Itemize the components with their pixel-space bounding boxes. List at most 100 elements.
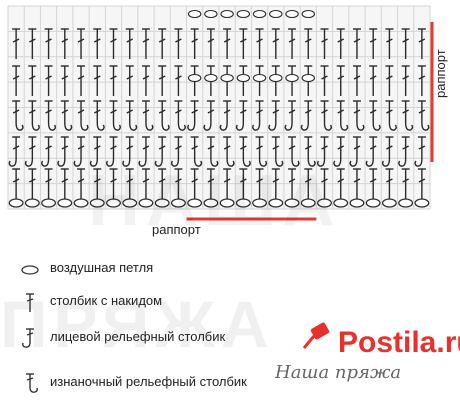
relief-stitch-row3-hook (219, 122, 228, 131)
relief-stitch-row3-yarnover (418, 109, 426, 114)
dc-stitch-row5-yarnover (158, 38, 166, 43)
mid-chain-stitch (220, 73, 234, 83)
relief-stitch-row3-hook (31, 122, 40, 131)
dc-stitch-row4-yarnover (175, 75, 182, 80)
relief-stitch-row3-yarnover (256, 109, 263, 114)
relief-stitch-row2-hook (210, 158, 219, 167)
relief-stitch-row3-yarnover (386, 109, 393, 114)
dc-stitch-row1-yarnover (288, 178, 296, 183)
dc-stitch-row1-yarnover (223, 178, 231, 183)
relief-stitch-row2-hook (414, 158, 423, 167)
relief-stitch-row3-hook (177, 122, 186, 131)
top-chain-stitch (252, 9, 267, 19)
top-chain-stitch (301, 9, 315, 19)
dc-stitch-row5-yarnover (110, 38, 117, 43)
dc-stitch-row1-yarnover (45, 178, 52, 183)
relief-stitch-row3-yarnover (337, 109, 345, 114)
dc-stitch-row1-yarnover (126, 178, 134, 183)
dc-stitch-row4-yarnover (93, 75, 101, 80)
relief-stitch-row2-yarnover (12, 145, 20, 150)
dc-stitch-row5-yarnover (223, 38, 231, 43)
relief-stitch-row2-hook (73, 158, 82, 167)
dc-stitch-row5-yarnover (12, 38, 20, 43)
relief-stitch-row3-hook (161, 122, 170, 131)
relief-stitch-row2-yarnover (191, 145, 198, 150)
chain-stitch (382, 198, 397, 208)
relief-stitch-row3-yarnover (77, 109, 85, 114)
legend-chain-label: воздушная петля (50, 260, 154, 275)
relief-stitch-row3-hook (268, 122, 277, 131)
chain-stitch (24, 198, 40, 208)
relief-stitch-row2-hook (349, 158, 358, 167)
dc-stitch-row1-yarnover (158, 178, 166, 183)
brand-logo: Postila.ru (338, 326, 460, 359)
relief-stitch-row3-hook (300, 122, 309, 131)
dc-stitch-row4-yarnover (142, 75, 150, 80)
relief-stitch-row2-hook (275, 158, 284, 167)
relief-stitch-row2-yarnover (418, 145, 426, 150)
relief-stitch-row2-hook (138, 158, 147, 167)
dc-stitch-row5-yarnover (418, 38, 426, 43)
relief-stitch-row3-hook (145, 122, 154, 131)
double-crochet-icon (26, 293, 34, 312)
relief-stitch-row2-hook (381, 158, 391, 167)
dc-stitch-row1-yarnover (353, 178, 361, 183)
chain-oval-icon (21, 265, 39, 275)
dc-stitch-row5-yarnover (304, 38, 312, 43)
dc-stitch-row5-yarnover (369, 38, 377, 43)
relief-stitch-row3-yarnover (126, 109, 134, 114)
relief-stitch-row2-yarnover (29, 145, 36, 150)
dc-stitch-row5-yarnover (256, 38, 263, 43)
dc-stitch-row1-yarnover (240, 178, 247, 183)
relief-stitch-row3-hook (112, 122, 121, 131)
relief-stitch-row3-hook (372, 122, 381, 131)
relief-stitch-row2-yarnover (61, 145, 69, 150)
relief-stitch-row3-hook (356, 122, 365, 131)
relief-stitch-row2-yarnover (223, 145, 231, 150)
brand-handwriting: Наша пряжа (275, 362, 402, 383)
relief-stitch-row2-hook (307, 158, 316, 167)
relief-stitch-row2-hook (154, 158, 163, 167)
dc-stitch-row4-yarnover (61, 75, 69, 80)
relief-stitch-row3-hook (80, 122, 89, 131)
dc-stitch-row4-yarnover (418, 75, 426, 80)
relief-stitch-row2-hook (365, 158, 374, 167)
legend-dc-label: столбик с накидом (50, 293, 163, 308)
relief-stitch-row3-hook (421, 122, 430, 131)
dc-stitch-row1-yarnover (12, 178, 20, 183)
dc-stitch-row5-yarnover (61, 38, 69, 43)
relief-stitch-row3-hook (15, 122, 24, 131)
dc-stitch-row4-yarnover (337, 75, 345, 80)
relief-stitch-row2-hook (291, 158, 300, 167)
relief-stitch-row2-yarnover (240, 145, 247, 150)
relief-stitch-row2-yarnover (126, 145, 134, 150)
rapport-vertical-label: раппорт (433, 49, 448, 98)
relief-stitch-row2-hook (193, 158, 203, 167)
relief-stitch-row2-yarnover (45, 145, 52, 150)
dc-stitch-row1-yarnover (337, 178, 345, 183)
dc-stitch-row1-yarnover (418, 178, 426, 183)
chain-stitch (73, 198, 89, 208)
dc-stitch-row5-yarnover (207, 38, 215, 43)
dc-stitch-row5-yarnover (386, 38, 393, 43)
relief-stitch-row3-hook (340, 122, 349, 131)
relief-stitch-row3-hook (404, 122, 414, 131)
dc-stitch-row5-yarnover (93, 38, 101, 43)
relief-stitch-row2-yarnover (304, 145, 312, 150)
dc-stitch-row4-yarnover (110, 75, 117, 80)
relief-stitch-row3-yarnover (12, 109, 20, 114)
relief-stitch-row3-hook (203, 122, 212, 131)
relief-stitch-row3-hook (323, 122, 332, 131)
dc-stitch-row1-yarnover (61, 178, 69, 183)
dc-stitch-row5-yarnover (272, 38, 280, 43)
relief-stitch-row3-hook (64, 122, 73, 131)
relief-stitch-row2-yarnover (110, 145, 117, 150)
dc-stitch-row4-yarnover (158, 75, 166, 80)
relief-stitch-row2-hook (333, 158, 342, 167)
relief-stitch-row2-yarnover (93, 145, 101, 150)
dc-stitch-row5-yarnover (77, 38, 85, 43)
dc-stitch-row4-yarnover (321, 75, 328, 80)
relief-stitch-row3-yarnover (321, 109, 328, 114)
dc-stitch-row5-yarnover (191, 38, 198, 43)
